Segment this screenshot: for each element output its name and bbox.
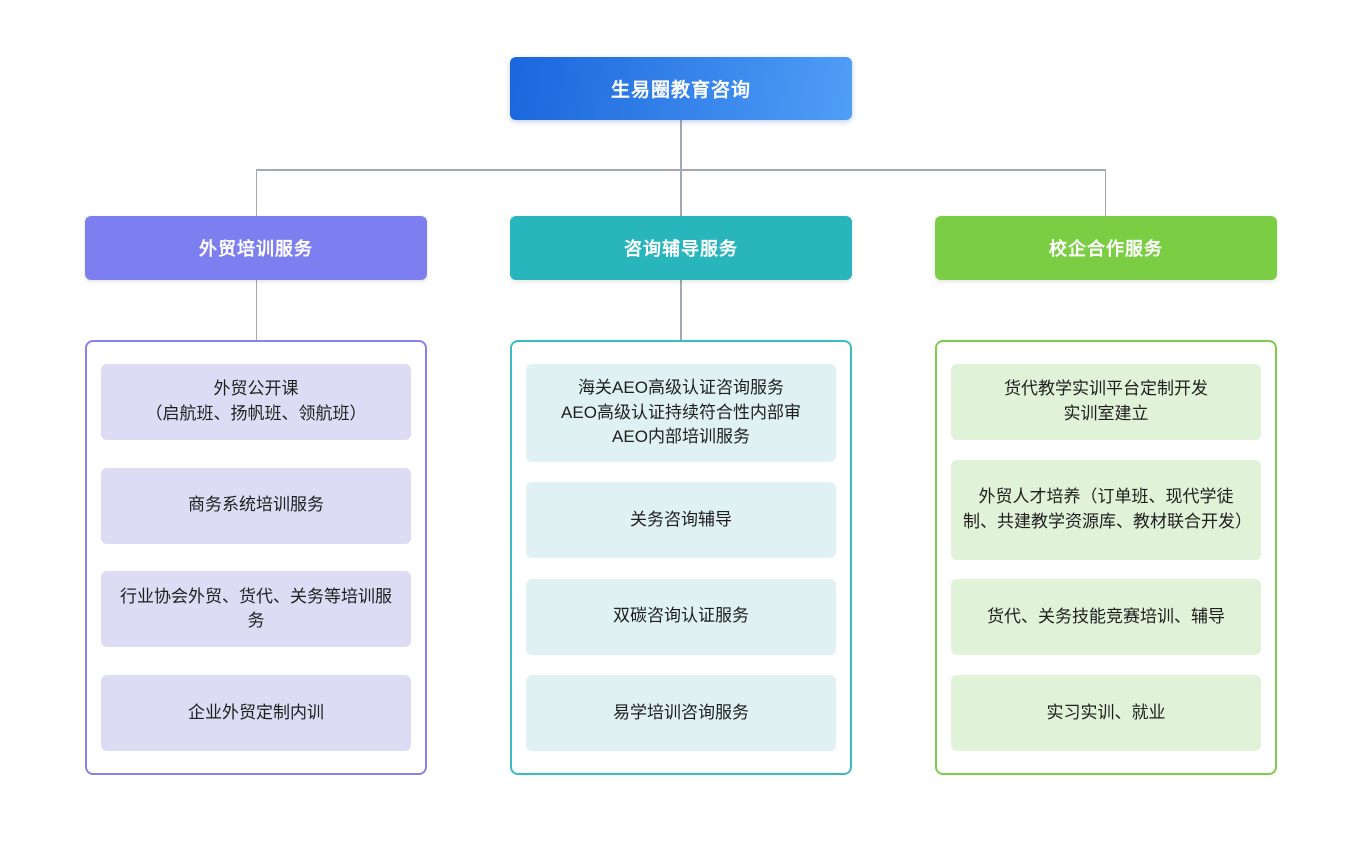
connector-drop-branch-2	[680, 169, 682, 216]
node-item: 双碳咨询认证服务	[526, 578, 836, 655]
connector-header-container-2	[680, 280, 682, 340]
branch-container-foreign-trade-training: 外贸公开课 （启航班、扬帆班、领航班） 商务系统培训服务 行业协会外贸、货代、关…	[85, 340, 427, 775]
branch-header-foreign-trade-training: 外贸培训服务	[85, 216, 427, 280]
node-item: 外贸人才培养（订单班、现代学徒制、共建教学资源库、教材联合开发）	[951, 459, 1261, 560]
node-item: 商务系统培训服务	[101, 467, 411, 544]
connector-header-container-1	[255, 280, 257, 340]
connector-drop-branch-3	[1104, 169, 1106, 216]
node-item: 实习实训、就业	[951, 674, 1261, 751]
branch-container-school-enterprise: 货代教学实训平台定制开发 实训室建立 外贸人才培养（订单班、现代学徒制、共建教学…	[935, 340, 1277, 775]
branch-container-consulting-coaching: 海关AEO高级认证咨询服务 AEO高级认证持续符合性内部审 AEO内部培训服务 …	[510, 340, 852, 775]
node-item: 海关AEO高级认证咨询服务 AEO高级认证持续符合性内部审 AEO内部培训服务	[526, 364, 836, 462]
node-item: 关务咨询辅导	[526, 482, 836, 559]
node-item: 易学培训咨询服务	[526, 674, 836, 751]
node-item: 外贸公开课 （启航班、扬帆班、领航班）	[101, 364, 411, 440]
branch-header-school-enterprise: 校企合作服务	[935, 216, 1277, 280]
node-item: 货代、关务技能竞赛培训、辅导	[951, 579, 1261, 656]
node-item: 货代教学实训平台定制开发 实训室建立	[951, 364, 1261, 440]
node-item: 企业外贸定制内训	[101, 674, 411, 751]
connector-drop-branch-1	[255, 169, 257, 216]
root-node: 生易圈教育咨询	[510, 57, 852, 120]
node-item: 行业协会外贸、货代、关务等培训服务	[101, 571, 411, 648]
connector-root-vertical	[680, 120, 682, 169]
branch-header-consulting-coaching: 咨询辅导服务	[510, 216, 852, 280]
